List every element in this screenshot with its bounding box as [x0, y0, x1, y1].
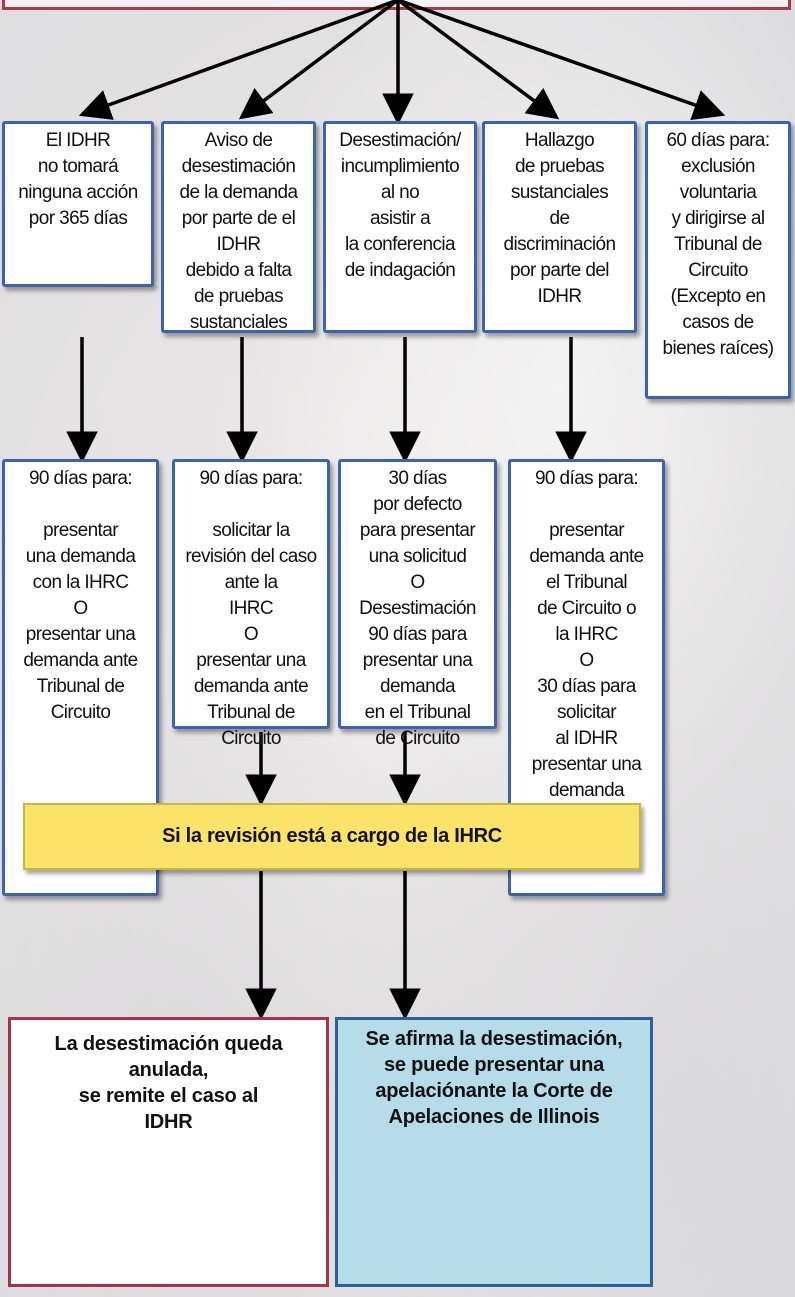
box-deadline-default: 30 días por defecto para presentar una s… [338, 459, 497, 749]
arrow-top-4 [396, 0, 560, 120]
arrow-top-1 [78, 0, 399, 120]
arrow-top-5 [397, 0, 726, 121]
box-no-action: El IDHR no tomará ninguna acción por 365… [2, 121, 154, 287]
box-dismissal-noncompliance: Desestimación/ incumplimiento al no asis… [323, 121, 477, 333]
outcome-dismissal-vacated: La desestimación queda anulada, se remit… [8, 1017, 329, 1287]
arrow-top-2 [238, 0, 400, 120]
review-by-ihrc-bar: Si la revisión está a cargo de la IHRC [23, 803, 641, 870]
box-substantial-evidence: Hallazgo de pruebas sustanciales de disc… [482, 121, 637, 333]
box-opt-out: 60 días para: exclusión voluntaria y dir… [645, 121, 791, 399]
outcome-dismissal-sustained: Se afirma la desestimación, se puede pre… [335, 1017, 653, 1287]
box-deadline-dismissal: 90 días para: solicitar la revisión del … [172, 459, 330, 749]
box-dismissal-notice: Aviso de desestimación de la demanda por… [161, 121, 316, 333]
